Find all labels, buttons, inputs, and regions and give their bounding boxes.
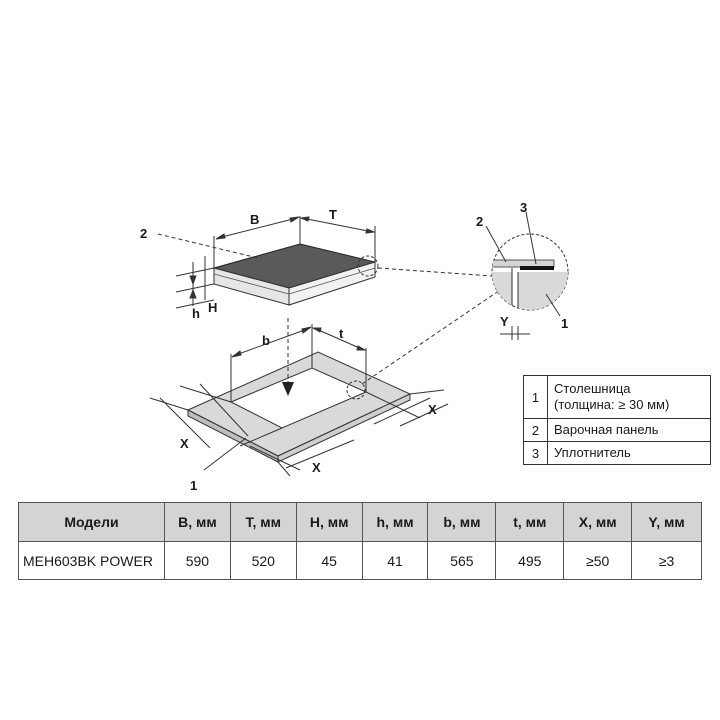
specs-header: H, мм [295, 502, 363, 542]
detail-seal [520, 266, 554, 270]
specs-cell: 495 [495, 541, 565, 580]
callout-1-detail: 1 [561, 316, 568, 331]
dimension-X-left [149, 383, 249, 449]
dimension-X-bottom [239, 427, 355, 477]
dimension-b [230, 324, 313, 402]
specs-header: Y, мм [631, 502, 702, 542]
hob [212, 243, 377, 306]
installation-diagram: B T h H 2 b [140, 200, 569, 493]
callout-line-2 [157, 233, 259, 259]
specs-header: B, мм [163, 502, 231, 542]
specs-header: t, мм [495, 502, 565, 542]
detail-projection-lines [361, 267, 501, 385]
legend-number: 1 [523, 375, 548, 419]
dimension-label-Y: Y [500, 314, 509, 329]
specs-cell: 590 [163, 541, 231, 580]
dimension-t [311, 327, 367, 392]
callout-3-detail: 3 [520, 200, 527, 215]
dimension-label-X-left: X [180, 436, 189, 451]
specs-cell: 565 [427, 541, 497, 580]
specs-cell: 45 [295, 541, 363, 580]
dimension-label-B: B [250, 212, 259, 227]
specs-cell: 520 [229, 541, 297, 580]
dimension-label-t: t [339, 326, 344, 341]
specs-header: b, мм [427, 502, 497, 542]
dimension-T [299, 216, 376, 262]
hob-detail-circle [357, 255, 379, 277]
insertion-arrow [282, 318, 294, 396]
specs-cell: ≥50 [563, 541, 633, 580]
legend-text: Уплотнитель [547, 441, 711, 465]
specs-header: T, мм [229, 502, 297, 542]
legend-text: Столешница (толщина: ≥ 30 мм) [547, 375, 711, 419]
legend-row: 2 Варочная панель [523, 418, 711, 442]
callout-line-1 [203, 437, 247, 471]
legend-row: 1 Столешница (толщина: ≥ 30 мм) [523, 375, 711, 419]
countertop-detail-circle [346, 380, 366, 400]
dimension-label-b: b [262, 333, 270, 348]
legend-text-line: Столешница [554, 381, 631, 396]
dimension-label-X-bottom: X [312, 460, 321, 475]
callout-2-detail: 2 [476, 214, 483, 229]
specs-cell: 41 [361, 541, 429, 580]
dimension-h-H [175, 256, 215, 309]
detail-view [491, 233, 569, 311]
dimension-X-right [365, 389, 449, 427]
specs-table: Модели B, мм T, мм H, мм h, мм b, мм t, … [18, 502, 702, 580]
specs-header: h, мм [361, 502, 429, 542]
detail-callout-lines [485, 211, 561, 340]
dimension-label-X-right: X [428, 402, 437, 417]
dimension-label-T: T [329, 207, 337, 222]
detail-countertop [518, 272, 568, 310]
dimension-label-h: h [192, 306, 200, 321]
legend-row: 3 Уплотнитель [523, 441, 711, 465]
dimension-label-H: H [208, 300, 217, 315]
callout-1-main: 1 [190, 478, 197, 493]
specs-header-row: Модели B, мм T, мм H, мм h, мм b, мм t, … [18, 502, 702, 542]
specs-cell-model: MEH603BK POWER [18, 541, 165, 580]
hob-right-side [288, 261, 376, 306]
legend-number: 3 [523, 441, 548, 465]
detail-hob-glass [492, 259, 555, 268]
legend-text: Варочная панель [547, 418, 711, 442]
legend-number: 2 [523, 418, 548, 442]
legend-text-line: (толщина: ≥ 30 мм) [554, 397, 670, 412]
table-row: MEH603BK POWER 590 520 45 41 565 495 ≥50… [18, 541, 702, 580]
specs-cell: ≥3 [631, 541, 702, 580]
callout-2-main: 2 [140, 226, 147, 241]
specs-header: Модели [18, 502, 165, 542]
dimension-B [213, 216, 301, 268]
legend-table: 1 Столешница (толщина: ≥ 30 мм) 2 Варочн… [523, 375, 711, 465]
specs-header: X, мм [563, 502, 633, 542]
countertop-side [277, 393, 411, 463]
